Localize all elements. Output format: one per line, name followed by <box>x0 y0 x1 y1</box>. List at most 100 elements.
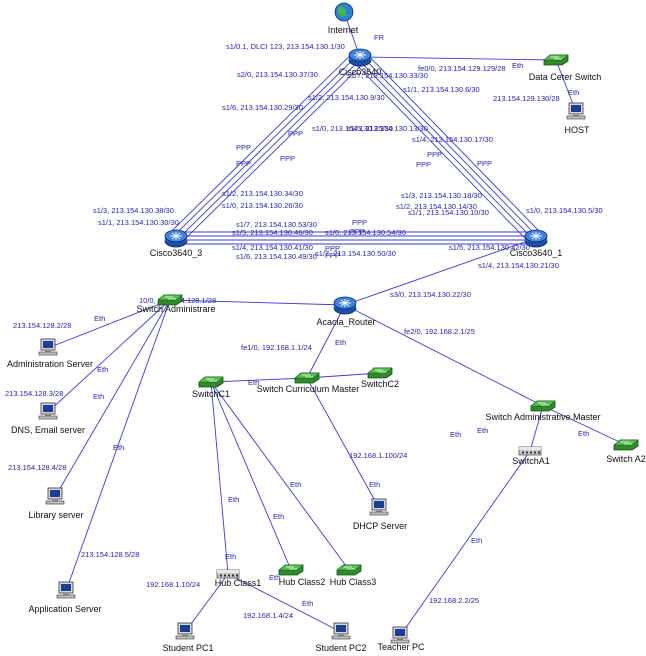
switch-icon <box>278 564 304 576</box>
node-swcm[interactable]: Switch Curriculum Master <box>257 372 360 394</box>
node-host[interactable]: HOST <box>564 102 590 135</box>
link-label: s1/5, 213.154.130.42/30 <box>449 243 530 252</box>
switch-icon <box>543 54 569 66</box>
hub-icon <box>216 569 240 579</box>
link-label: Eth <box>369 480 380 489</box>
link-label: fe0/0, 213.154.129.129/28 <box>418 64 506 73</box>
node-label: Hub Class2 <box>279 577 326 587</box>
link-label: FR <box>374 33 385 42</box>
node-label: DNS, Email server <box>11 425 85 435</box>
link-label: s1/4, 213.154.130.21/30 <box>478 261 559 270</box>
link-swc1-hub2 <box>210 381 292 571</box>
link-cisco3640-cisco1 <box>364 51 542 234</box>
switch-icon <box>530 400 556 412</box>
link-acacia-swam <box>344 304 544 407</box>
node-hub1[interactable]: Hub Class1 <box>215 569 262 588</box>
link-swadmin-appsrv <box>65 299 171 592</box>
computer-icon <box>390 626 410 644</box>
node-swa1[interactable]: SwitchA1 <box>512 446 550 466</box>
link-label: Eth <box>225 552 236 561</box>
link-label: PPP <box>352 218 367 227</box>
link-label: Eth <box>568 88 579 97</box>
link-label: s1/7, 213.154.130.53/30 <box>236 220 317 229</box>
link-swa1-teacher <box>399 450 531 637</box>
link-label: fe1/0, 192.168.1.1/24 <box>241 343 312 352</box>
link-label: 213.154.128.2/28 <box>13 321 71 330</box>
link-label: s2/0, 213.154.130.37/30 <box>237 70 318 79</box>
node-cisco3640[interactable]: Cisco3640 <box>339 48 382 77</box>
node-label: Library server <box>28 510 83 520</box>
link-label: s1/2, 213.154.130.14/30 <box>396 202 477 211</box>
node-libsrv[interactable]: Library server <box>28 487 84 520</box>
link-hub1-spc1 <box>184 573 229 633</box>
link-label: Eth <box>248 378 259 387</box>
node-teacher[interactable]: Teacher PC <box>377 626 425 652</box>
node-label: Cisco3640_3 <box>150 248 203 258</box>
node-hub2[interactable]: Hub Class2 <box>278 564 326 587</box>
node-cisco1[interactable]: Cisco3640_1 <box>510 229 563 258</box>
link-label: s1/2, 213.154.130.34/30 <box>222 189 303 198</box>
link-label: s1/4, 213.154.130.17/30 <box>412 135 493 144</box>
node-label: Teacher PC <box>377 642 425 652</box>
node-dnssrv[interactable]: DNS, Email server <box>11 402 85 435</box>
node-label: DHCP Server <box>353 521 407 531</box>
computer-icon <box>56 581 76 599</box>
node-label: Switch A2 <box>606 454 646 464</box>
link-cisco3640-cisco3 <box>170 50 355 233</box>
node-label: Acacia_Router <box>316 317 375 327</box>
link-label: s1/6, 213.154.130.49/30 <box>236 252 317 261</box>
node-label: Administration Server <box>7 359 93 369</box>
link-label: Eth <box>578 429 589 438</box>
link-cisco3640-cisco1 <box>357 58 535 241</box>
node-internet[interactable]: Internet <box>328 2 359 35</box>
link-cisco3640-dcswitch <box>359 56 557 61</box>
link-label: 192.168.1.100/24 <box>349 451 407 460</box>
router-icon <box>348 48 372 67</box>
link-cisco3640-cisco3 <box>177 58 362 240</box>
link-swadmin-adminsrv <box>47 299 171 349</box>
node-swam[interactable]: Switch Administrative Master <box>485 400 601 422</box>
node-spc2[interactable]: Student PC2 <box>315 622 367 653</box>
computer-icon <box>369 498 389 516</box>
node-label: HOST <box>564 125 590 135</box>
link-label: s1/0.1, DLCI 123, 213.154.130.1/30 <box>226 42 345 51</box>
switch-icon <box>294 372 320 384</box>
link-label: s1/5, 213.154.130.46/30 <box>232 228 313 237</box>
node-hub3[interactable]: Hub Class3 <box>330 564 377 587</box>
node-label: Application Server <box>28 604 101 614</box>
computer-icon <box>38 402 58 420</box>
node-dhcp[interactable]: DHCP Server <box>353 498 407 531</box>
node-swa2[interactable]: Switch A2 <box>606 439 646 464</box>
node-swc2[interactable]: SwitchC2 <box>361 367 399 389</box>
link-label: PPP <box>416 160 431 169</box>
computer-icon <box>45 487 65 505</box>
link-label: Eth <box>273 512 284 521</box>
link-label: s1/4, 213.154.130.41/30 <box>232 243 313 252</box>
node-swc1[interactable]: SwitchC1 <box>192 376 230 399</box>
node-dcswitch[interactable]: Data Ceter Switch <box>529 54 602 82</box>
node-acacia[interactable]: Acacia_Router <box>316 296 376 327</box>
link-label: Eth <box>471 536 482 545</box>
link-label: PPP <box>477 159 492 168</box>
node-adminsrv[interactable]: Administration Server <box>7 338 93 369</box>
node-label: Cisco3640 <box>339 67 382 77</box>
router-icon <box>333 296 357 315</box>
link-cisco3640-cisco1 <box>361 55 538 237</box>
node-appsrv[interactable]: Application Server <box>28 581 102 614</box>
node-cisco3[interactable]: Cisco3640_3 <box>150 229 203 258</box>
link-cisco1-acacia <box>344 237 537 306</box>
node-swadmin[interactable]: Switch Administrare <box>136 294 216 314</box>
link-hub1-spc2 <box>227 573 342 633</box>
link-label: s1/0, 213.154.130.26/30 <box>222 201 303 210</box>
link-label: 192.168.1.4/24 <box>243 611 293 620</box>
link-label: Eth <box>269 573 280 582</box>
link-label: Eth <box>335 338 346 347</box>
link-label: Eth <box>290 480 301 489</box>
link-label: s1/5, 213.154.130.13/30 <box>347 124 428 133</box>
node-label: Cisco3640_1 <box>510 248 563 258</box>
link-label: s1/1, 213.154.130.10/30 <box>408 208 489 217</box>
link-label: Eth <box>228 495 239 504</box>
computer-icon <box>38 338 58 356</box>
node-spc1[interactable]: Student PC1 <box>162 622 214 653</box>
